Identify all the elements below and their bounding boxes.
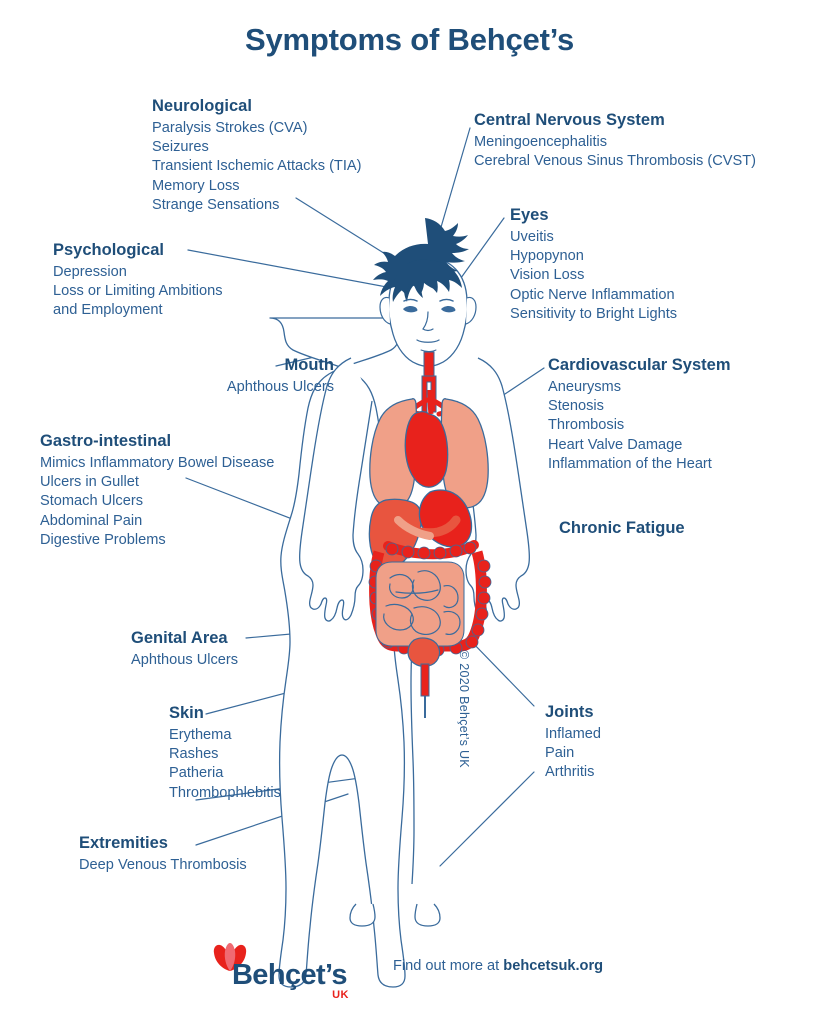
callout-genital-area: Genital Area Aphthous Ulcers	[131, 628, 238, 670]
callout-item: Mimics Inflammatory Bowel Disease	[40, 454, 275, 471]
callout-item: Ulcers in Gullet	[40, 474, 139, 491]
callout-item: Loss or Limiting Ambitions	[53, 283, 223, 300]
callout-heading-psychological: Psychological	[53, 241, 164, 259]
callout-item: Hypopynon	[510, 248, 584, 265]
callout-heading-extremities: Extremities	[79, 834, 168, 852]
callout-item: Thrombosis	[548, 417, 625, 434]
callout-item: Meningoencephalitis	[474, 133, 608, 150]
copyright-notice: © 2020 Behçet’s UK	[457, 650, 471, 768]
logo-uk-suffix: UK	[332, 989, 349, 1001]
body-outline	[269, 317, 531, 988]
callout-heading-eyes: Eyes	[510, 206, 549, 224]
callout-heading-mouth: Mouth	[284, 356, 334, 374]
callout-item: Transient Ischemic Attacks (TIA)	[152, 158, 362, 175]
footer-cta-prefix: Find out more at	[392, 958, 504, 974]
callout-mouth: Mouth Aphthous Ulcers	[94, 355, 334, 397]
neck	[397, 317, 459, 351]
callout-item: Abdominal Pain	[40, 512, 143, 529]
organs	[368, 351, 492, 718]
callout-item: Uveitis	[510, 228, 554, 245]
callout-item: Inflamed	[545, 725, 601, 742]
footer: Behçet’s UK Find out more at behcetsuk.o…	[0, 943, 819, 1001]
callout-heading-skin: Skin	[169, 704, 204, 722]
callout-psychological: Psychological Depression Loss or Limitin…	[53, 240, 223, 321]
callout-heading-neurological: Neurological	[152, 97, 252, 115]
callout-item: Strange Sensations	[152, 196, 280, 213]
callout-item: Digestive Problems	[40, 531, 166, 548]
callout-item: Sensitivity to Bright Lights	[510, 305, 678, 322]
callout-heading-joints: Joints	[545, 703, 594, 721]
callout-item: Thrombophlebitis	[169, 784, 281, 801]
callout-neurological: Neurological Paralysis Strokes (CVA) Sei…	[152, 96, 362, 215]
callout-item: Depression	[53, 263, 127, 280]
callout-cardiovascular-system: Cardiovascular System Aneurysms Stenosis…	[548, 355, 731, 474]
callout-item: Vision Loss	[510, 267, 585, 284]
page-title: Symptoms of Behçet’s	[244, 22, 575, 57]
callout-item: Patheria	[169, 765, 224, 782]
callout-item: Arthritis	[545, 764, 595, 781]
footer-cta[interactable]: Find out more at behcetsuk.org	[393, 958, 603, 976]
footer-website-link[interactable]: behcetsuk.org	[503, 958, 604, 974]
callout-skin: Skin Erythema Rashes Patheria Thrombophl…	[169, 703, 281, 803]
callout-eyes: Eyes Uveitis Hypopynon Vision Loss Optic…	[510, 205, 677, 324]
callout-item: Memory Loss	[152, 177, 240, 194]
callout-item: Erythema	[169, 726, 232, 743]
callout-item: Seizures	[152, 139, 209, 156]
callout-item: Heart Valve Damage	[548, 436, 683, 453]
callout-item: Cerebral Venous Sinus Thrombosis (CVST)	[474, 153, 756, 170]
callout-item: Pain	[545, 745, 575, 762]
callout-heading-central-nervous-system: Central Nervous System	[474, 111, 665, 129]
callout-joints: Joints Inflamed Pain Arthritis	[545, 702, 601, 783]
logo-wordmark: Behçet’s	[231, 959, 348, 991]
callout-item: Rashes	[169, 746, 219, 763]
callout-heading-genital-area: Genital Area	[131, 629, 228, 647]
callout-item: Paralysis Strokes (CVA)	[152, 119, 308, 136]
tulip-logo-icon	[213, 943, 247, 971]
callout-item: Inflammation of the Heart	[548, 455, 712, 472]
head	[373, 218, 477, 367]
behcets-uk-logo[interactable]: Behçet’s UK	[213, 943, 348, 1001]
callout-extremities: Extremities Deep Venous Thrombosis	[79, 833, 247, 875]
callout-item: Stenosis	[548, 398, 604, 415]
callout-item: Stomach Ulcers	[40, 493, 143, 510]
callout-item: and Employment	[53, 302, 163, 319]
callout-item: Optic Nerve Inflammation	[510, 286, 675, 303]
callout-heading-gastro-intestinal: Gastro-intestinal	[40, 432, 172, 450]
callout-item: Aneurysms	[548, 378, 621, 395]
callout-gastro-intestinal: Gastro-intestinal Mimics Inflammatory Bo…	[40, 431, 274, 550]
callout-central-nervous-system: Central Nervous System Meningoencephalit…	[474, 110, 756, 171]
callout-item: Deep Venous Thrombosis	[79, 856, 247, 873]
callout-item: Aphthous Ulcers	[131, 651, 239, 668]
callout-chronic-fatigue: Chronic Fatigue	[559, 519, 685, 537]
callout-item: Aphthous Ulcers	[226, 378, 334, 395]
callout-heading-cardiovascular-system: Cardiovascular System	[548, 356, 731, 374]
